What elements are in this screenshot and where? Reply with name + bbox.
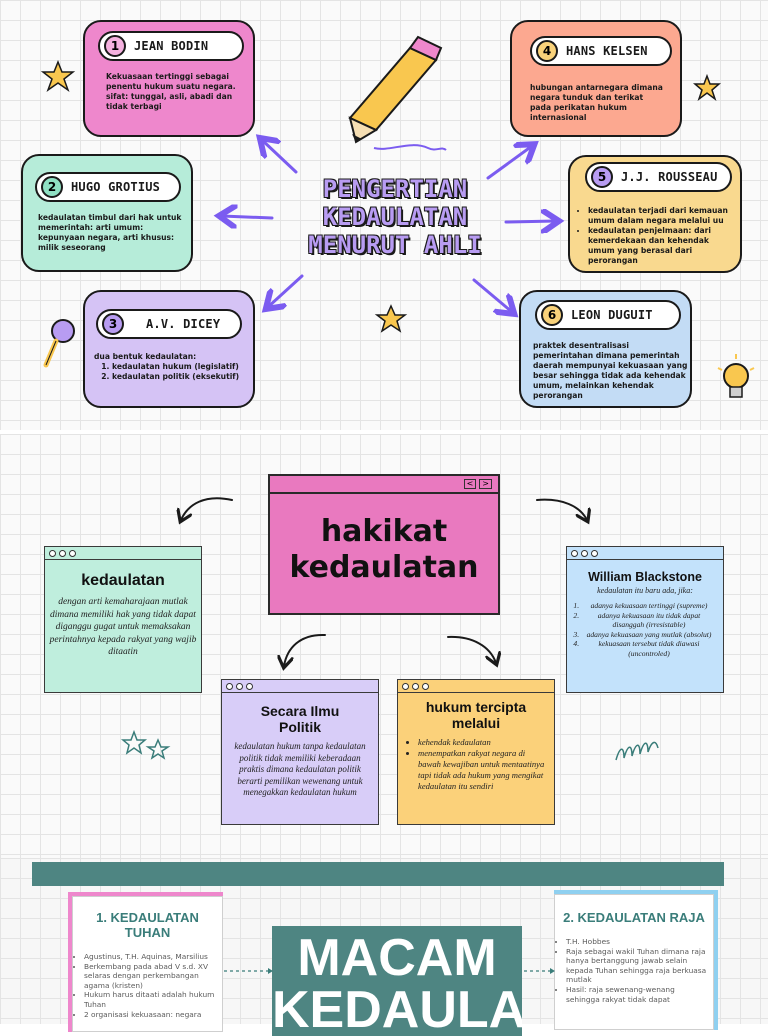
- window-william-blackstone: William Blackstone kedaulatan itu baru a…: [566, 546, 724, 693]
- list-item: menempatkan rakyat negara di bawah kewaj…: [418, 748, 548, 792]
- star-icon: [374, 304, 408, 333]
- list-item: Agustinus, T.H. Aquinas, Marsilius: [84, 952, 219, 962]
- expert-text-jj-rousseau: kedaulatan terjadi dari kemauan umum dal…: [578, 206, 738, 266]
- expert-name: JEAN BODIN: [134, 39, 209, 53]
- number-badge: 6: [541, 304, 563, 326]
- expert-pill-hans-kelsen: 4 HANS KELSEN: [530, 36, 672, 66]
- chevron-right-icon: >: [479, 479, 492, 489]
- kedaulatan-title: kedaulatan: [81, 572, 165, 589]
- list-item: Berkembang pada abad V s.d. XV selaras d…: [84, 962, 219, 991]
- card-kedaulatan-raja: 2. KEDAULATAN RAJA T.H. Hobbes Raja seba…: [554, 890, 718, 1030]
- number-badge: 5: [591, 166, 613, 188]
- window-titlebar: [222, 680, 378, 693]
- list-item: kedaulatan hukum (legislatif): [112, 362, 244, 372]
- expert-pill-leon-duguit: 6 LEON DUGUIT: [535, 300, 681, 330]
- kedaulatan-raja-title: 2. KEDAULATAN RAJA: [563, 910, 705, 925]
- kedaulatan-tuhan-list: Agustinus, T.H. Aquinas, Marsilius Berke…: [72, 952, 223, 1019]
- hakikat-title: hakikat kedaulatan: [289, 514, 479, 585]
- window-hukum-tercipta: hukum tercipta melalui kehendak kedaulat…: [397, 679, 555, 825]
- expert-text-leon-duguit: praktek desentralisasi pemerintahan dima…: [533, 341, 688, 400]
- number-badge: 3: [102, 313, 124, 335]
- list-item: kedaulatan politik (eksekutif): [112, 372, 244, 382]
- expert-text-av-dicey: dua bentuk kedaulatan: kedaulatan hukum …: [94, 352, 244, 382]
- section1-decorations: [40, 35, 755, 398]
- expert-pill-jj-rousseau: 5 J.J. ROUSSEAU: [585, 162, 732, 192]
- list-item: Hasil: raja sewenang-wenang sehingga rak…: [566, 985, 710, 1004]
- kedaulatan-tuhan-title: 1. KEDAULATAN TUHAN: [96, 910, 199, 940]
- blackstone-intro: kedaulatan itu baru ada, jika:: [597, 586, 693, 595]
- section3-header-band: [32, 862, 724, 886]
- blackstone-title: William Blackstone: [588, 570, 702, 584]
- expert-name: A.V. DICEY: [146, 317, 221, 331]
- blackstone-list: adanya kekuasaan tertinggi (supreme) ada…: [567, 601, 723, 659]
- expert-name: J.J. ROUSSEAU: [621, 170, 718, 184]
- star-icon: [692, 73, 722, 102]
- pencil-icon: [348, 35, 447, 151]
- list-item: adanya kekuasaan yang mutlak (absolut): [581, 630, 717, 640]
- window-titlebar: [398, 680, 554, 693]
- expert-text-hans-kelsen: hubungan antarnegara dimana negara tundu…: [530, 83, 663, 122]
- list-item: kedaulatan terjadi dari kemauan umum dal…: [588, 206, 738, 226]
- number-badge: 4: [536, 40, 558, 62]
- list-item: T.H. Hobbes: [566, 937, 710, 947]
- window-secara-ilmu-politik: Secara Ilmu Politik kedaulatan hukum tan…: [221, 679, 379, 825]
- politik-title: Secara Ilmu Politik: [260, 703, 340, 735]
- window-kedaulatan: kedaulatan dengan arti kemaharajaan mutl…: [44, 546, 202, 693]
- kedaulatan-text: dengan arti kemaharajaan mutlak dimana m…: [49, 597, 197, 657]
- macam-kedaulatan-title: MACAM KEDAULATAN: [272, 926, 522, 1036]
- card-kedaulatan-tuhan: 1. KEDAULATAN TUHAN Agustinus, T.H. Aqui…: [68, 892, 223, 1032]
- lightbulb-icon: [717, 354, 755, 398]
- kedaulatan-raja-list: T.H. Hobbes Raja sebagai wakil Tuhan dim…: [554, 937, 714, 1004]
- section-divider: [0, 430, 768, 434]
- main-title-pengertian: PENGERTIAN KEDAULATAN MENURUT AHLI: [308, 175, 482, 259]
- expert-name: LEON DUGUIT: [571, 308, 653, 322]
- hukum-list: kehendak kedaulatan menempatkan rakyat n…: [398, 737, 554, 792]
- politik-text: kedaulatan hukum tanpa kedaulatan politi…: [234, 741, 366, 797]
- expert-name: HUGO GROTIUS: [71, 180, 161, 194]
- expert-text-jean-bodin: Kekuasaan tertinggi sebagai penentu huku…: [106, 72, 236, 111]
- number-badge: 2: [41, 176, 63, 198]
- window-titlebar: < >: [270, 476, 498, 494]
- list-item: Hukum harus ditaati adalah hukum Tuhan: [84, 990, 219, 1009]
- hukum-title: hukum tercipta melalui: [425, 699, 527, 731]
- connector-arrows: [222, 140, 556, 312]
- list-item: adanya kekuasaan itu tidak dapat disangg…: [581, 611, 717, 630]
- star-icon: [40, 59, 76, 92]
- list-item: kedaulatan penjelmaan: dari kemerdekaan …: [588, 226, 738, 266]
- list-item: adanya kekuasaan tertinggi (supreme): [581, 601, 717, 611]
- expert-pill-jean-bodin: 1 JEAN BODIN: [98, 31, 244, 61]
- list-item: 2 organisasi kekuasaan: negara: [84, 1010, 219, 1020]
- list-item: kekuasaan tersebut tidak diawasi (uncont…: [581, 639, 717, 658]
- expert-text-hugo-grotius: kedaulatan timbul dari hak untuk memerin…: [38, 213, 182, 252]
- expert-pill-av-dicey: 3 A.V. DICEY: [96, 309, 242, 339]
- window-hakikat-kedaulatan: < > hakikat kedaulatan: [268, 474, 500, 615]
- chevron-left-icon: <: [463, 479, 477, 489]
- window-titlebar: [567, 547, 723, 560]
- list-item: kehendak kedaulatan: [418, 737, 548, 748]
- magnifier-icon: [43, 319, 75, 368]
- expert-name: HANS KELSEN: [566, 44, 648, 58]
- window-titlebar: [45, 547, 201, 560]
- expert-pill-hugo-grotius: 2 HUGO GROTIUS: [35, 172, 181, 202]
- list-item: Raja sebagai wakil Tuhan dimana raja han…: [566, 947, 710, 985]
- number-badge: 1: [104, 35, 126, 57]
